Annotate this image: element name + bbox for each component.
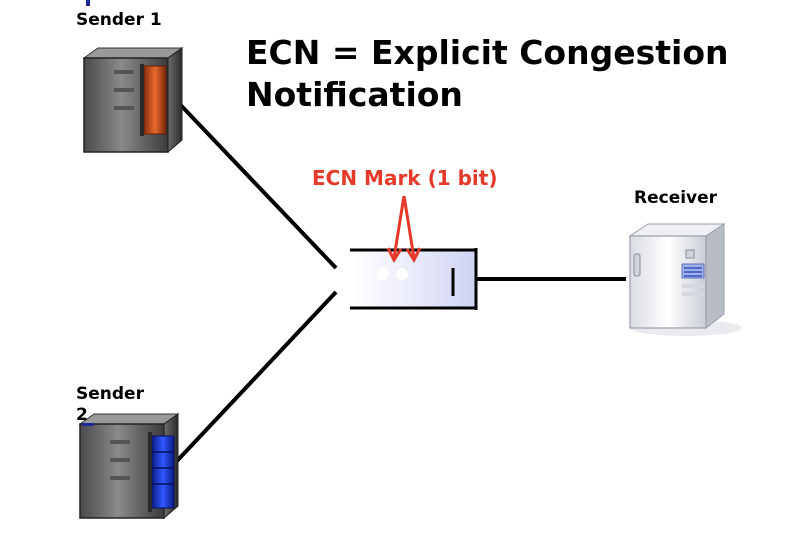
- sender2-label-line1: Sender: [76, 384, 144, 404]
- desktop-tower-icon: [628, 223, 742, 336]
- router-queue-icon: [350, 248, 478, 310]
- slide-corner-mark: [86, 0, 90, 6]
- sender1-label: Sender 1: [76, 10, 162, 30]
- sender2-label-line2: 2: [76, 405, 88, 426]
- ecn-mark-arrows: [386, 195, 422, 264]
- title-line1: ECN = Explicit Congestion: [246, 33, 729, 72]
- link-sender2-router: [174, 290, 338, 464]
- page-title: ECN = Explicit Congestion Notification: [246, 32, 766, 116]
- receiver-label: Receiver: [634, 188, 718, 208]
- sender2-label: Sender 2: [76, 384, 144, 427]
- server-tower-icon: [78, 413, 180, 520]
- link-sender1-router: [170, 94, 338, 270]
- sender2-underline-mark: [82, 423, 94, 426]
- ecn-mark-label: ECN Mark (1 bit): [312, 166, 498, 190]
- title-line2: Notification: [246, 75, 463, 114]
- server-tower-icon: [82, 47, 184, 154]
